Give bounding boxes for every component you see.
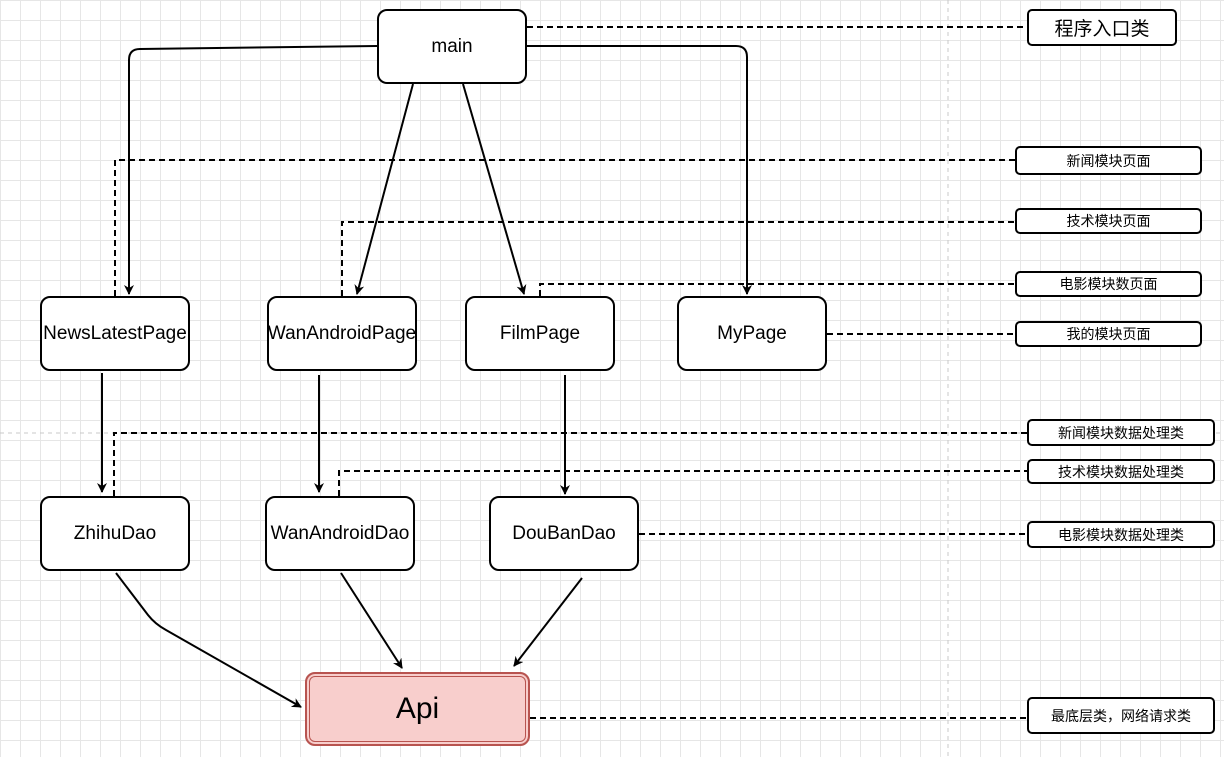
note-link-film-page [539, 283, 1015, 296]
note-news-page[interactable]: 新闻模块页面 [1015, 146, 1202, 175]
arrow-main-to-filmpage [462, 83, 527, 295]
node-doubandao[interactable]: DouBanDao [489, 496, 639, 571]
node-main[interactable]: main [377, 9, 527, 84]
node-newslatestpage[interactable]: NewsLatestPage [40, 296, 190, 371]
node-filmpage[interactable]: FilmPage [465, 296, 615, 371]
note-entry-class[interactable]: 程序入口类 [1027, 9, 1177, 46]
note-news-data[interactable]: 新闻模块数据处理类 [1027, 419, 1215, 446]
note-link-tech-page [341, 221, 1015, 296]
note-link-tech-data [338, 470, 1027, 496]
note-film-page[interactable]: 电影模块数页面 [1015, 271, 1202, 297]
note-tech-data[interactable]: 技术模块数据处理类 [1027, 459, 1215, 484]
node-wanandroidpage[interactable]: WanAndroidPage [267, 296, 417, 371]
note-film-data[interactable]: 电影模块数据处理类 [1027, 521, 1215, 548]
arrow-main-to-mypage [527, 45, 752, 295]
arrow-wanandroiddao-to-api [340, 572, 403, 669]
node-api[interactable]: Api [305, 672, 530, 746]
arrow-zhihudao-to-api [115, 572, 302, 708]
arrow-doubandao-to-api [513, 577, 583, 667]
note-my-page[interactable]: 我的模块页面 [1015, 321, 1202, 347]
note-link-news-data [113, 432, 1027, 496]
note-network[interactable]: 最底层类，网络请求类 [1027, 697, 1215, 734]
arrow-main-to-wanandroidpage [354, 83, 414, 295]
node-wanandroiddao[interactable]: WanAndroidDao [265, 496, 415, 571]
note-tech-page[interactable]: 技术模块页面 [1015, 208, 1202, 234]
node-zhihudao[interactable]: ZhihuDao [40, 496, 190, 571]
note-link-news-page [114, 159, 1015, 296]
node-mypage[interactable]: MyPage [677, 296, 827, 371]
arrow-main-to-newslatestpage [124, 45, 378, 295]
